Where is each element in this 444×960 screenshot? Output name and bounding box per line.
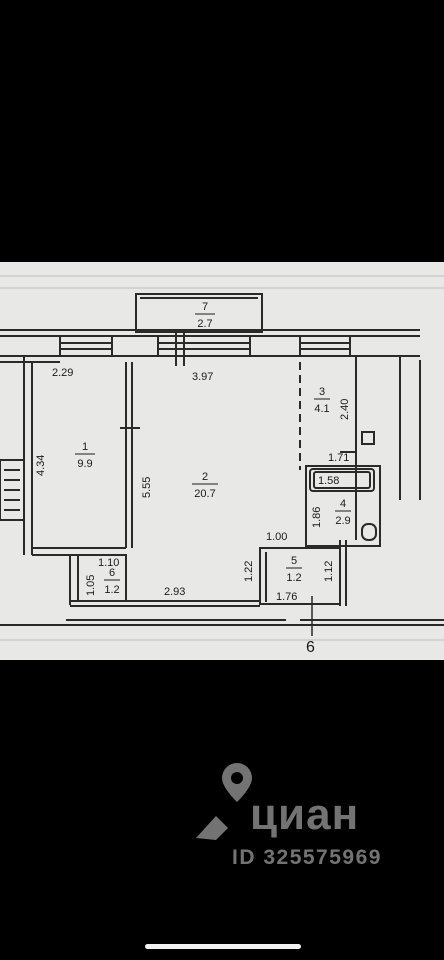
dim-label: 4.34 (35, 455, 47, 476)
dim-label: 2.93 (164, 586, 185, 598)
room-3-area: 4.1 (314, 403, 329, 415)
room-6-area: 1.2 (104, 584, 119, 596)
dim-label: 5.55 (141, 477, 153, 498)
room-1-number: 1 (82, 441, 88, 453)
dim-label: 1.10 (98, 557, 119, 569)
room-5-number: 5 (291, 555, 297, 567)
room-4-number: 4 (340, 498, 346, 510)
dim-label: 1.58 (318, 475, 339, 487)
dim-label: 1.22 (243, 561, 255, 582)
floor-plan-photo (0, 262, 444, 660)
home-indicator[interactable] (145, 944, 301, 949)
dim-label: 1.12 (323, 561, 335, 582)
dim-label: 2.29 (52, 367, 73, 379)
dim-label: 1.05 (85, 575, 97, 596)
dim-label: 3.97 (192, 371, 213, 383)
room-2-area: 20.7 (194, 488, 215, 500)
room-5-area: 1.2 (286, 572, 301, 584)
room-2-number: 2 (202, 471, 208, 483)
room-6-number: 6 (109, 567, 115, 579)
room-7-area: 2.7 (197, 318, 212, 330)
watermark-id: ID 325575969 (232, 846, 382, 869)
dim-label: 1.76 (276, 591, 297, 603)
dim-label: 1.71 (328, 452, 349, 464)
map-pin-icon (196, 763, 252, 840)
watermark-brand: циан (250, 790, 360, 839)
room-3-number: 3 (319, 386, 325, 398)
axis-label: 6 (306, 639, 315, 656)
room-7-number: 7 (202, 301, 208, 313)
dim-label: 1.00 (266, 531, 287, 543)
dim-label: 1.86 (311, 507, 323, 528)
room-4-area: 2.9 (335, 515, 350, 527)
room-1-area: 9.9 (77, 458, 92, 470)
dim-label: 2.40 (339, 399, 351, 420)
